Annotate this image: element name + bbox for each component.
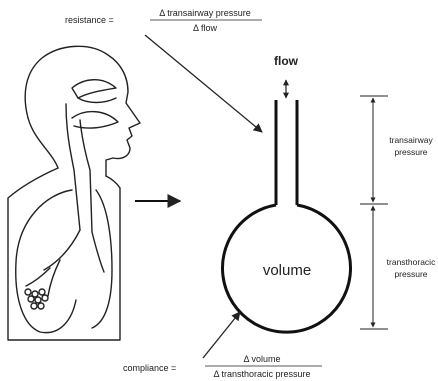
head-face-profile	[25, 46, 140, 176]
resistance-denominator: Δ flow	[193, 23, 218, 33]
flow-label: flow	[274, 54, 299, 68]
right-lung-outline	[92, 190, 112, 328]
bronchiole-branch-1	[48, 260, 60, 296]
resistance-equation: resistance = Δ transairway pressure Δ fl…	[65, 8, 262, 33]
lung-model: volume	[222, 100, 350, 332]
alveolus	[42, 295, 48, 301]
bronchiole-branch-2	[26, 268, 50, 286]
neck-back-outline	[28, 118, 58, 168]
transairway-label-line2: pressure	[394, 147, 427, 157]
alveolus	[39, 289, 45, 295]
nasal-turbinate	[78, 98, 116, 103]
compliance-label: compliance =	[123, 363, 176, 373]
alveolus	[35, 297, 41, 303]
transairway-label-line1: transairway	[389, 135, 433, 145]
left-main-bronchus	[44, 230, 80, 270]
resistance-arrow	[145, 35, 262, 132]
human-respiratory-illustration	[8, 46, 140, 340]
transthoracic-label-line1: transthoracic	[387, 257, 436, 267]
right-main-bronchus	[92, 232, 104, 272]
alveolus	[28, 296, 34, 302]
left-lung-outline	[16, 190, 76, 333]
alveolus	[31, 303, 37, 309]
tongue	[72, 112, 118, 128]
alveolus	[38, 303, 44, 309]
alveolus	[25, 289, 31, 295]
volume-label: volume	[263, 262, 311, 279]
pressure-dimensions: transairway pressure transthoracic press…	[360, 96, 436, 329]
resistance-label: resistance =	[65, 15, 114, 25]
compliance-denominator: Δ transthoracic pressure	[213, 369, 310, 379]
transthoracic-label-line2: pressure	[394, 269, 427, 279]
pharynx-front-wall	[80, 120, 92, 232]
pharynx-back-wall	[66, 104, 80, 230]
resistance-numerator: Δ transairway pressure	[159, 8, 251, 18]
nasal-cavity	[72, 80, 116, 98]
compliance-numerator: Δ volume	[243, 354, 280, 364]
compliance-arrow	[203, 312, 240, 358]
compliance-equation: compliance = Δ volume Δ transthoracic pr…	[123, 354, 322, 379]
